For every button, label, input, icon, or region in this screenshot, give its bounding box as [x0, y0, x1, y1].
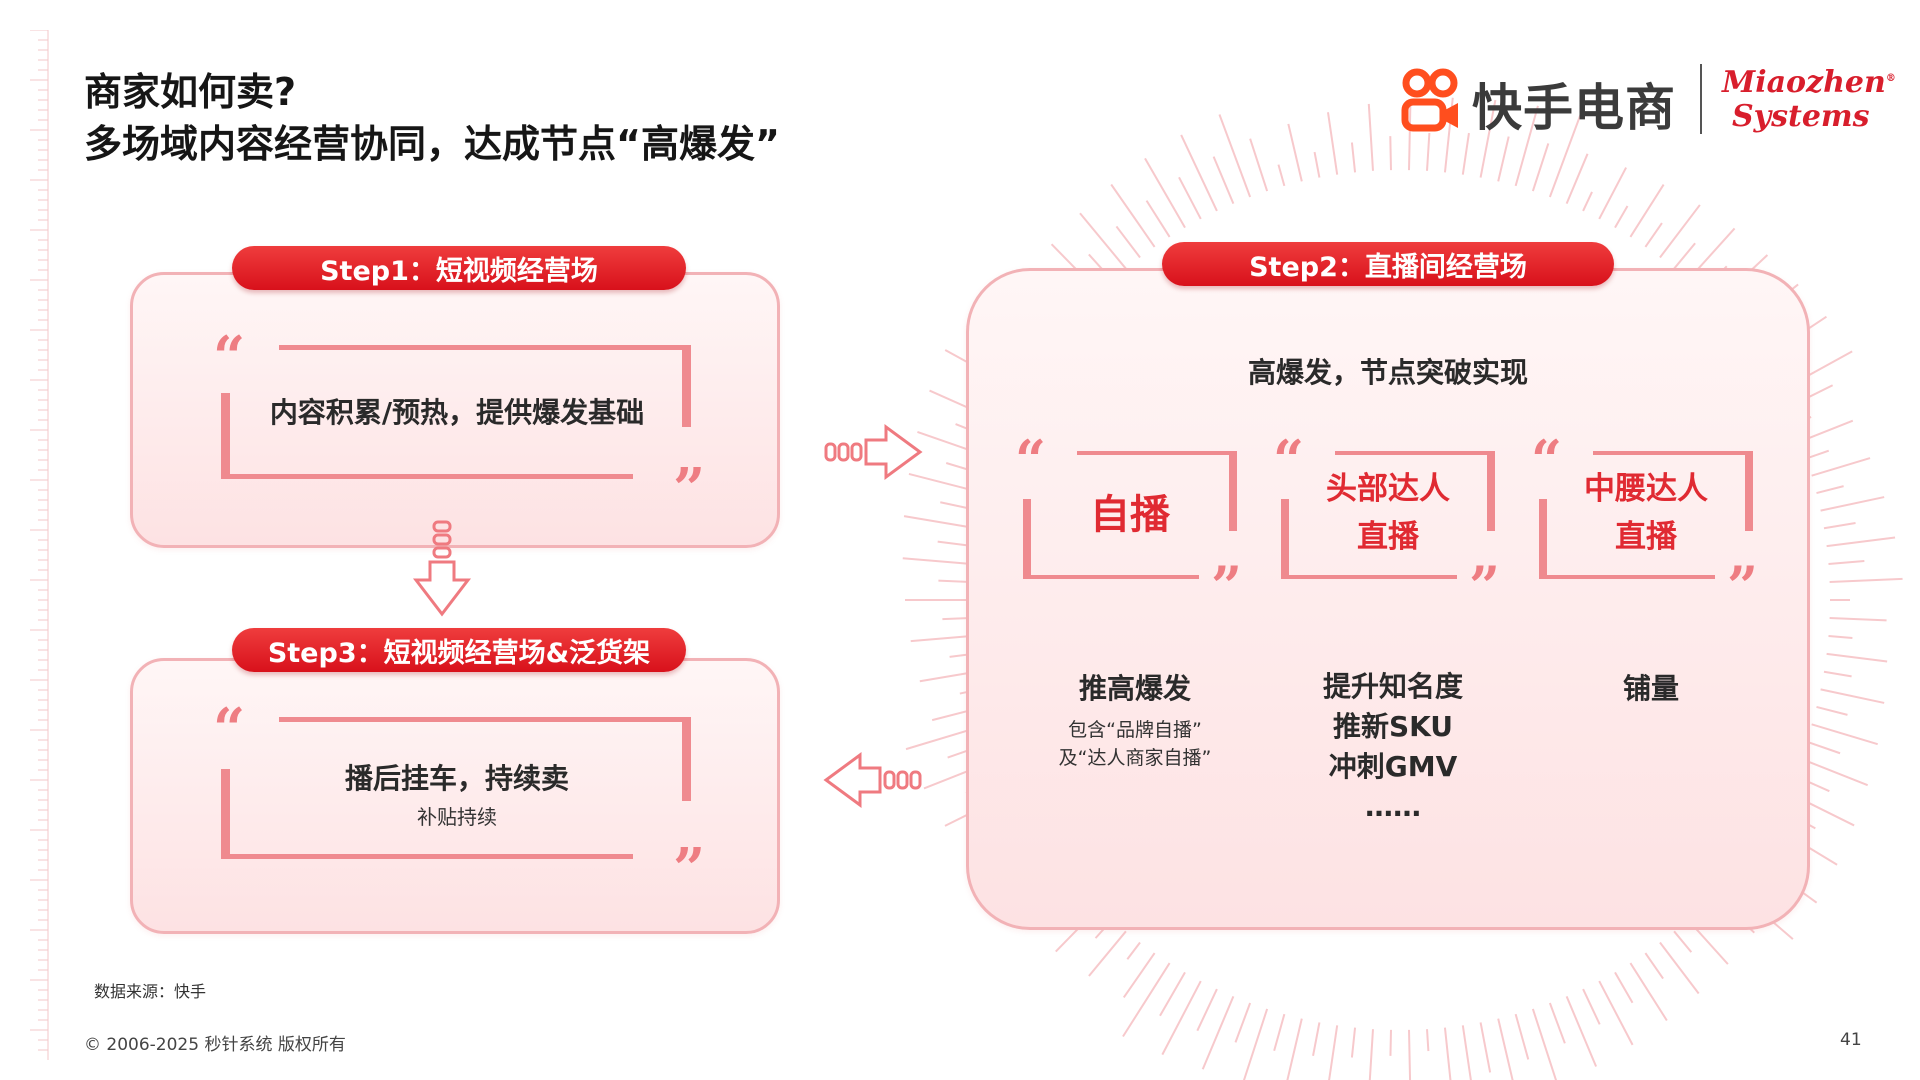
card-top-influencer: “ 头部达人 直播 ”	[1273, 433, 1513, 613]
quote-bar-top	[279, 717, 687, 722]
miaozhen-text-2: Systems	[1732, 99, 1870, 134]
close-quote-icon: ”	[1469, 554, 1501, 618]
data-source: 数据来源：快手	[94, 982, 207, 1001]
brand-logos: 快手电商 Miaozhen® Systems	[1400, 62, 1896, 142]
col2-list: 提升知名度 推新SKU 冲刺GMV ……	[1273, 667, 1513, 827]
step1-panel: “ 内容积累/预热，提供爆发基础 ”	[130, 272, 780, 548]
quote-bar-right	[1487, 451, 1495, 531]
step3-label: Step3：短视频经营场&泛货架	[232, 628, 686, 672]
open-quote-icon: “	[1273, 428, 1305, 492]
down-arrow-icon	[412, 520, 472, 617]
kuaishou-logo-icon	[1401, 68, 1458, 132]
card2-line1: 头部达人	[1326, 471, 1450, 507]
step1-label: Step1：短视频经营场	[232, 246, 686, 290]
step3-sub: 补贴持续	[417, 805, 497, 829]
card-self-broadcast: “ 自播 ”	[1015, 433, 1255, 613]
quote-bar-bottom	[1539, 575, 1715, 579]
card3-line1: 中腰达人	[1584, 471, 1708, 507]
step3-text: 播后挂车，持续卖	[344, 762, 569, 795]
quote-bar-bottom	[221, 474, 633, 479]
col2-line4: ……	[1365, 790, 1421, 823]
page-number: 41	[1840, 1030, 1862, 1050]
close-quote-icon: ”	[1211, 554, 1243, 618]
col2-line3: 冲刺GMV	[1328, 750, 1458, 783]
card1-line1: 自播	[1090, 492, 1170, 538]
quote-bar-top	[279, 345, 687, 350]
right-arrow-icon	[824, 424, 923, 480]
step2-subtitle: 高爆发，节点突破实现	[1247, 356, 1528, 389]
quote-bar-right	[1745, 451, 1753, 531]
quote-bar-bottom	[1281, 575, 1457, 579]
step2-panel: 高爆发，节点突破实现 “ 自播 ” “ 头部达人 直播 ” “ 中腰达人 直播 …	[966, 268, 1810, 930]
close-quote-icon: ”	[1727, 554, 1759, 618]
quote-bar-bottom	[221, 854, 633, 859]
copyright: © 2006-2025 秒针系统 版权所有	[84, 1035, 346, 1055]
card2-line2: 直播	[1357, 519, 1419, 555]
open-quote-icon: “	[213, 696, 246, 762]
open-quote-icon: “	[1015, 428, 1047, 492]
card3-line2: 直播	[1615, 519, 1677, 555]
quote-bar-left	[1281, 499, 1289, 579]
open-quote-icon: “	[1531, 428, 1563, 492]
ruler-decoration	[30, 30, 49, 1060]
close-quote-icon: ”	[673, 836, 706, 902]
quote-bar-left	[221, 393, 230, 479]
col3-title: 铺量	[1622, 672, 1679, 705]
col2-line1: 提升知名度	[1322, 670, 1463, 703]
quote-bar-right	[682, 345, 691, 427]
step1-text: 内容积累/预热，提供爆发基础	[269, 396, 645, 429]
page-title: 商家如何卖? 多场域内容经营协同，达成节点“高爆发”	[84, 66, 780, 170]
quote-bar-top	[1593, 451, 1749, 455]
col1-sub1: 包含“品牌自播”	[1068, 719, 1202, 741]
step3-panel: “ 播后挂车，持续卖 补贴持续 ”	[130, 658, 780, 934]
quote-bar-left	[221, 769, 230, 859]
quote-bar-right	[682, 717, 691, 801]
step2-label: Step2：直播间经营场	[1162, 242, 1614, 286]
close-quote-icon: ”	[673, 456, 706, 522]
col1-sub2: 及“达人商家自播”	[1058, 747, 1212, 769]
open-quote-icon: “	[213, 324, 246, 390]
col2-line2: 推新SKU	[1332, 710, 1454, 743]
quote-bar-left	[1539, 499, 1547, 579]
title-line-1: 商家如何卖?	[84, 70, 297, 114]
quote-bar-top	[1335, 451, 1491, 455]
left-arrow-icon	[823, 752, 922, 808]
col1-title: 推高爆发	[1078, 672, 1191, 705]
logo-divider	[1700, 64, 1702, 134]
quote-bar-right	[1229, 451, 1237, 531]
kuaishou-brand-text: 快手电商	[1472, 79, 1676, 137]
title-line-2: 多场域内容经营协同，达成节点“高爆发”	[84, 122, 780, 166]
quote-bar-bottom	[1023, 575, 1199, 579]
miaozhen-text-1: Miaozhen	[1722, 65, 1886, 100]
quote-bar-top	[1077, 451, 1233, 455]
card-mid-influencer: “ 中腰达人 直播 ”	[1531, 433, 1771, 613]
quote-bar-left	[1023, 499, 1031, 579]
miaozhen-logo: Miaozhen® Systems	[1722, 65, 1896, 134]
